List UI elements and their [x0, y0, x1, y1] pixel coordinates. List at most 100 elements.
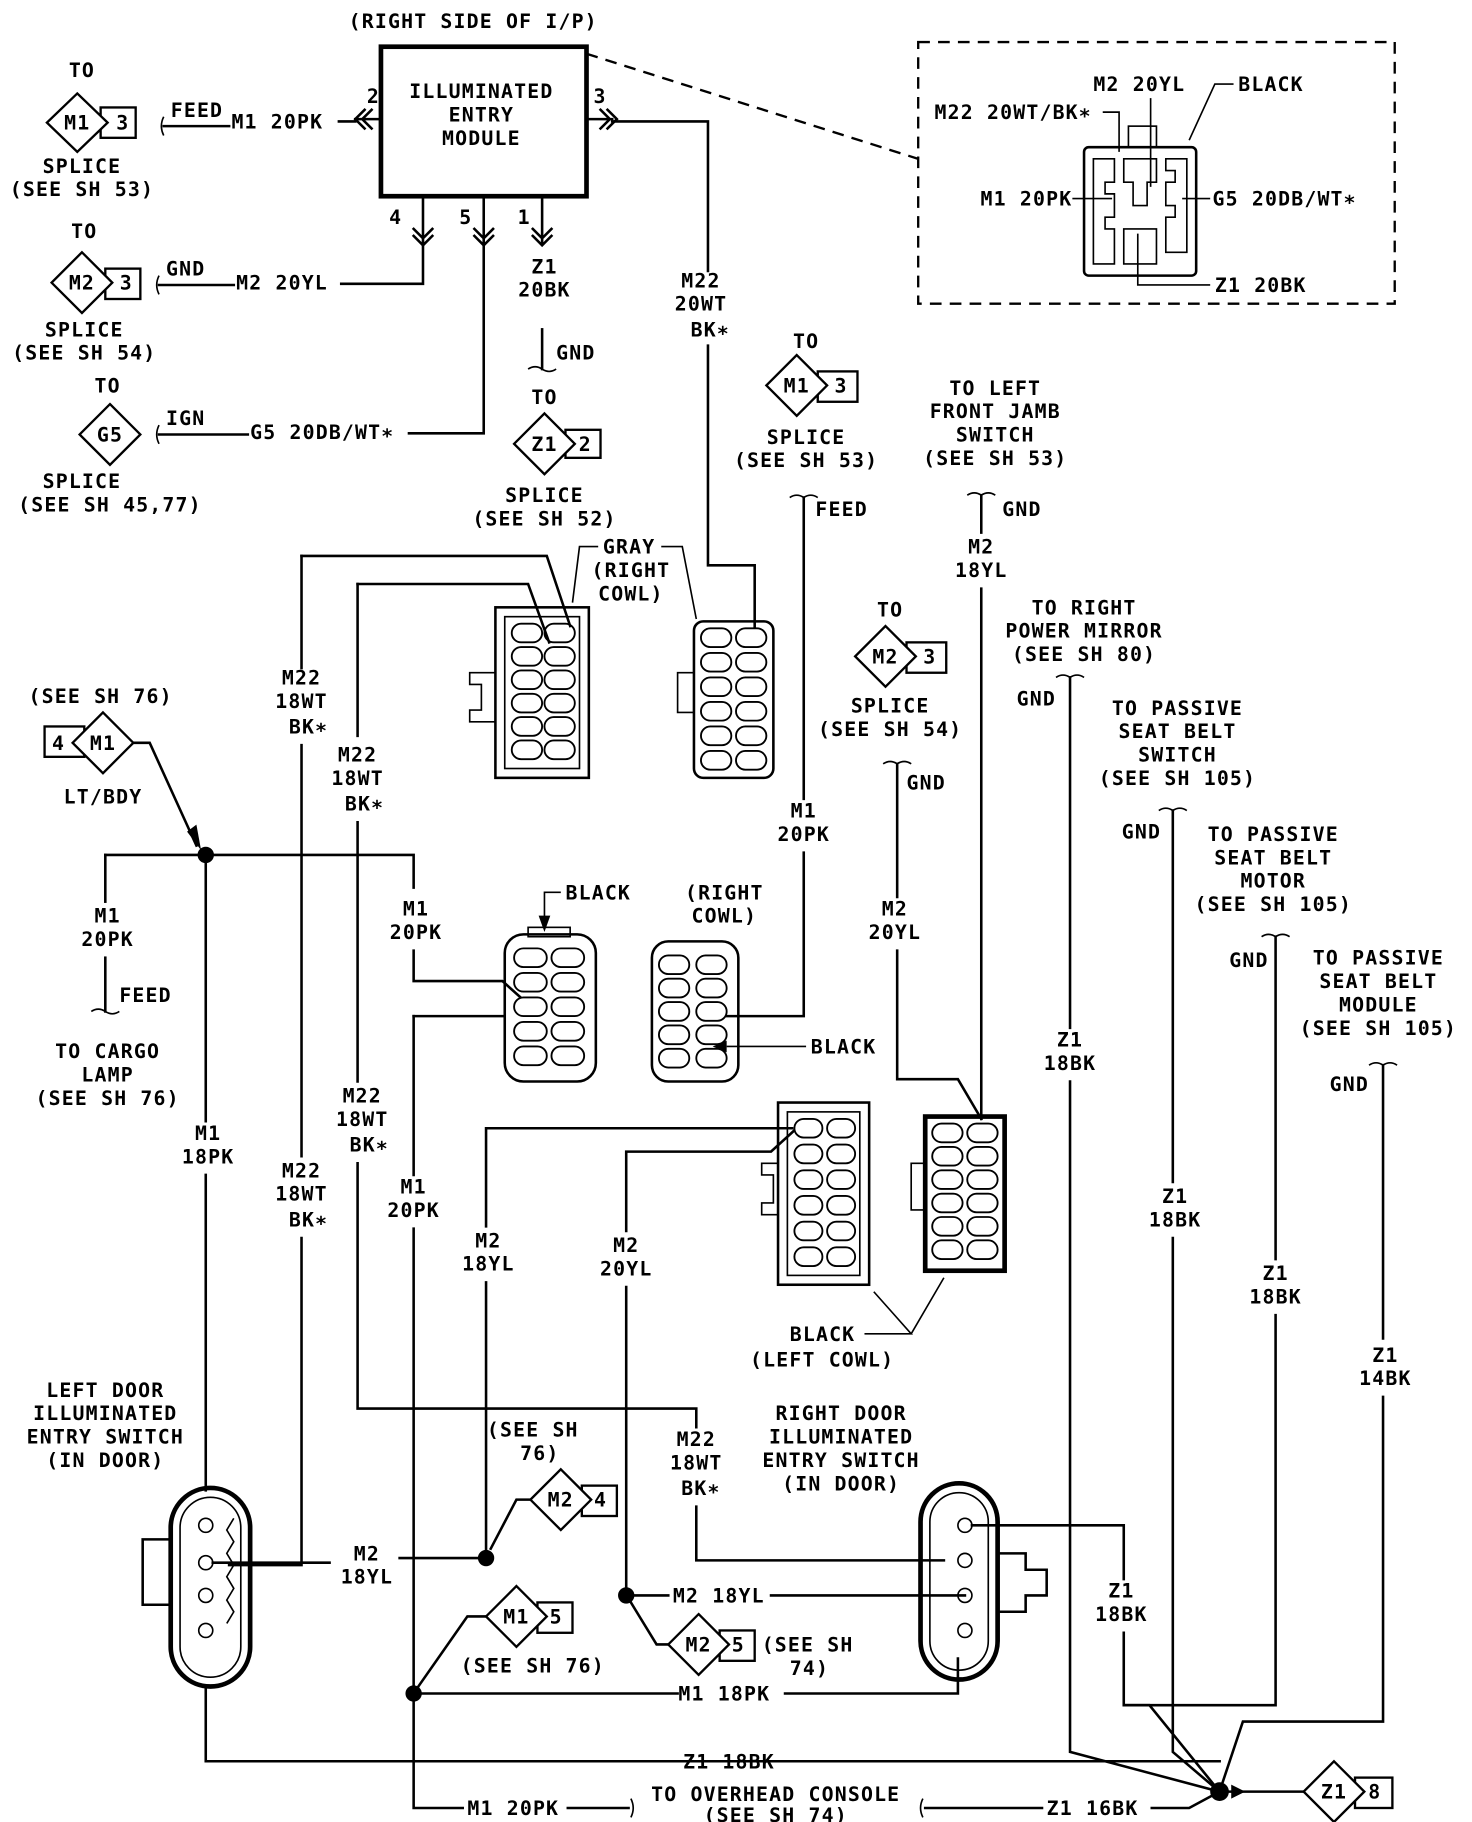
splice-m1-id: M1 — [64, 112, 90, 135]
ref-passive-seat-belt-switch[interactable]: TO PASSIVE SEAT BELT SWITCH (SEE SH 105)… — [1099, 697, 1256, 1794]
connector-cavity — [966, 1169, 999, 1190]
right-door-switch[interactable]: RIGHT DOOR ILLUMINATED ENTRY SWITCH (IN … — [762, 1402, 1048, 1682]
splice-ref-m2-gnd-mid[interactable]: TO M2 3 SPLICE (SEE SH 54) GND M2 20YL — [818, 599, 984, 1121]
lt-bdy-diamond — [70, 710, 135, 775]
inset-cavity-left — [1092, 158, 1116, 265]
gray-arrow-right — [661, 545, 698, 620]
splice-ref-m1-5[interactable]: M1 5 (SEE SH 76) — [416, 1584, 605, 1689]
wire-label-m22-e3: BK∗ — [289, 1208, 328, 1231]
splice-ref-z1-8[interactable]: Z1 8 — [1227, 1759, 1394, 1822]
splice-m1-mid-type: FEED — [815, 498, 867, 521]
splice-m1-5-id: M1 — [503, 1605, 529, 1628]
inset-leader-line — [586, 52, 919, 160]
wire-label-cargo-20pk: 20PK — [81, 928, 133, 951]
wire-m22-e-lower — [227, 1236, 303, 1567]
wire-m22-upper — [610, 120, 710, 273]
connector-cavity — [510, 669, 544, 691]
cargo-line1: TO CARGO — [55, 1040, 160, 1063]
wire-label-m22-d2: 18WT — [670, 1451, 722, 1474]
left-door-switch[interactable]: LEFT DOOR ILLUMINATED ENTRY SWITCH (IN D… — [27, 1379, 253, 1689]
splice-g5-ref: (SEE SH 45,77) — [18, 494, 202, 517]
splice-ref-z1-gnd[interactable]: Z1 20BK GND TO Z1 2 SPLICE (SEE SH 52) — [472, 255, 616, 530]
connector-cavity — [735, 750, 768, 771]
wire-label-m22-c3: BK∗ — [350, 1134, 389, 1157]
right-door-pin-4 — [957, 1622, 973, 1639]
wire-label-z1-16bk: Z1 16BK — [1047, 1797, 1139, 1820]
wire-label-left-m2-a: M2 — [354, 1542, 380, 1565]
ref-right-power-mirror[interactable]: TO RIGHT POWER MIRROR (SEE SH 80) GND Z1… — [1005, 596, 1222, 1794]
splice-ref-m2-4[interactable]: (SEE SH 76) M2 4 — [487, 1419, 619, 1551]
wire-sb-motor-lower — [1126, 1315, 1275, 1792]
wire-m22-b-top — [356, 582, 551, 645]
connector-black-mid-latch — [527, 926, 571, 938]
splice-m1-mid-diamond — [764, 353, 829, 418]
splice-m2-mid-label: SPLICE — [851, 694, 930, 717]
gray-connectors-right-cowl: GRAY (RIGHT COWL) — [468, 536, 775, 780]
wire-right-door-z1 — [970, 1524, 1126, 1581]
splice-g5-type: IGN — [166, 407, 205, 430]
wire-m22-20wt-bk: M22 20WT BK∗ — [610, 120, 756, 632]
m22-wire-group: M22 18WT BK∗ M22 18WT BK∗ M22 18WT BK∗ M… — [227, 554, 946, 1567]
label-right-cowl-a: (RIGHT — [592, 559, 671, 582]
black-mid2-arrowhead — [712, 1040, 727, 1053]
illuminated-entry-module: (RIGHT SIDE OF I/P) ILLUMINATED ENTRY MO… — [349, 10, 619, 248]
mirror-line1: TO RIGHT — [1032, 596, 1137, 619]
lcowl-a-cavities — [793, 1117, 857, 1267]
ref-passive-seat-belt-motor[interactable]: TO PASSIVE SEAT BELT MOTOR (SEE SH 105) … — [1126, 823, 1352, 1792]
gray-connector-right — [692, 620, 775, 780]
ref-passive-seat-belt-module[interactable]: TO PASSIVE SEAT BELT MODULE (SEE SH 105)… — [1217, 947, 1458, 1794]
sb-motor-line3: MOTOR — [1240, 870, 1306, 893]
connector-cavity — [550, 971, 586, 993]
right-door-line4: (IN DOOR) — [782, 1472, 900, 1495]
splice-ref-m1-feed[interactable]: TO M1 3 FEED M1 20PK SPLICE (SEE SH 53) — [10, 59, 357, 201]
wire-label-m2-20yl: M2 20YL — [236, 272, 328, 295]
splice-m2-type: GND — [166, 258, 205, 281]
connector-cavity — [735, 627, 768, 648]
ref-overhead-console[interactable]: M1 20PK TO OVERHEAD CONSOLE (SEE SH 74) … — [467, 1783, 1222, 1822]
left-door-switch-body — [168, 1485, 253, 1689]
ref-cargo-lamp[interactable]: M1 20PK FEED TO CARGO LAMP (SEE SH 76) — [36, 853, 180, 1110]
ref-left-front-jamb-switch[interactable]: TO LEFT FRONT JAMB SWITCH (SEE SH 53) GN… — [923, 377, 1067, 1121]
splice-ref-m2-5[interactable]: M2 5 (SEE SH 74) — [629, 1600, 854, 1680]
splice-ref-m2-gnd[interactable]: TO M2 3 GND M2 20YL SPLICE (SEE SH 54) — [12, 220, 425, 365]
connector-cavity — [700, 725, 733, 747]
wire-label-mirror-z1: Z1 — [1057, 1028, 1083, 1051]
splice-z1-type: GND — [556, 342, 595, 365]
splice-m2-diamond — [49, 250, 114, 315]
left-door-pin-4 — [197, 1622, 214, 1639]
wire-m22-d-lower — [695, 1505, 946, 1562]
splice-m2-5-pin: 5 — [732, 1633, 745, 1656]
wire-label-m22-c2: 18WT — [336, 1108, 388, 1131]
connector-cavity — [543, 646, 576, 667]
pin2-connector-symbol — [353, 107, 383, 131]
connector-cavity — [931, 1192, 964, 1214]
splice-m1-mid-id: M1 — [784, 374, 810, 397]
connector-cavity — [826, 1220, 857, 1242]
inset-m22-leader — [1102, 111, 1120, 152]
inset-cavity-center-top — [1122, 158, 1158, 207]
connector-cavity — [513, 996, 548, 1018]
wire-label-m1-18pk-b: 18PK — [182, 1145, 234, 1168]
connector-cavity — [931, 1239, 964, 1260]
left-door-switch-contact — [225, 1517, 235, 1624]
connector-cavity — [550, 1045, 586, 1067]
connector-cavity — [657, 1047, 691, 1069]
wire-sb-switch-lower — [1171, 1236, 1222, 1794]
splice-m1-diamond — [45, 91, 110, 154]
splice-z1-to: TO — [531, 386, 557, 409]
cargo-type: FEED — [119, 984, 171, 1007]
right-door-line1: RIGHT DOOR — [776, 1402, 907, 1425]
sb-module-type: GND — [1330, 1073, 1369, 1096]
splice-ref-m1-feed-mid[interactable]: TO M1 3 SPLICE (SEE SH 53) FEED M1 20PK — [711, 330, 879, 1018]
wire-label-m2-mid: M2 — [882, 898, 908, 921]
inset-g5-label: G5 20DB/WT∗ — [1213, 188, 1357, 211]
splice-ref-m1-lt-bdy[interactable]: (SEE SH 76) 4 M1 LT/BDY — [29, 685, 202, 851]
jamb-line4: (SEE SH 53) — [923, 447, 1067, 470]
connector-cavity — [550, 1021, 586, 1042]
connector-right-cowl-mid — [650, 940, 740, 1083]
splice-m1-pin: 3 — [116, 112, 129, 135]
splice-ref-g5-ign[interactable]: TO G5 IGN G5 20DB/WT∗ SPLICE (SEE SH 45,… — [18, 241, 486, 517]
inset-black-label: BLACK — [1238, 73, 1304, 96]
inset-m22-label: M22 20WT/BK∗ — [935, 101, 1092, 124]
splice-m2-label: SPLICE — [45, 318, 124, 341]
